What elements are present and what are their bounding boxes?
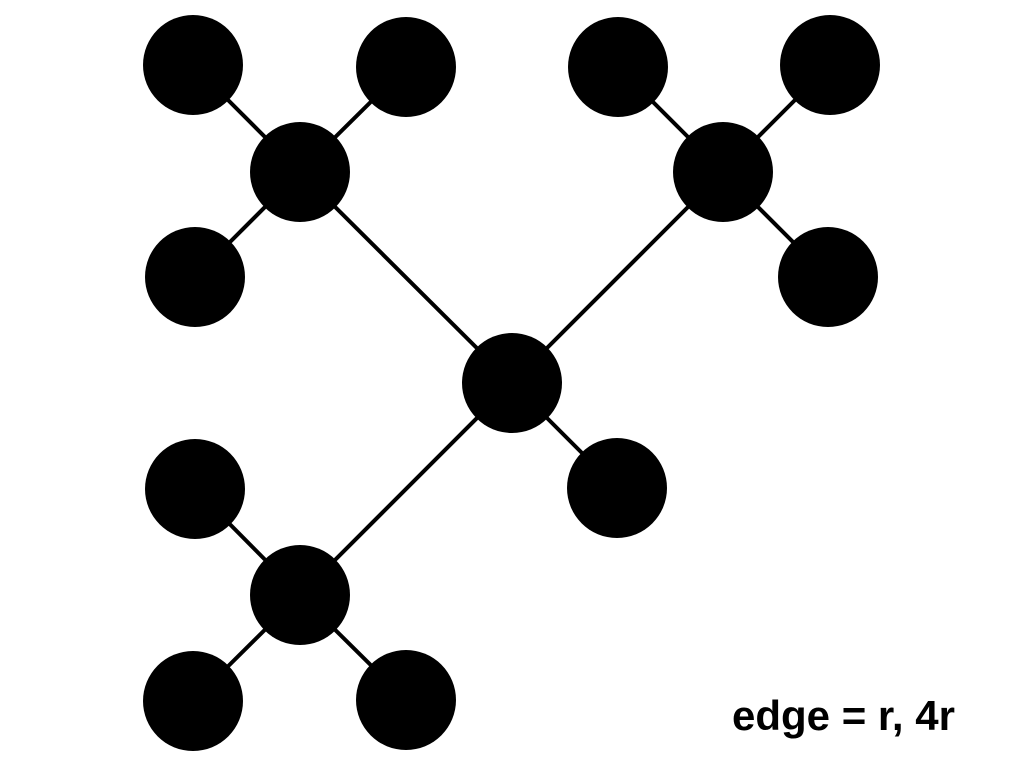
- node-leaf-bl-1: [145, 439, 245, 539]
- edge-label: edge = r, 4r: [732, 692, 955, 739]
- node-leaf-bl-3: [356, 650, 456, 750]
- node-leaf-tl-3: [145, 227, 245, 327]
- node-leaf-tl-1: [143, 15, 243, 115]
- node-leaf-bl-2: [143, 651, 243, 751]
- node-leaf-center: [567, 438, 667, 538]
- node-center: [462, 333, 562, 433]
- node-hub-top-right: [673, 122, 773, 222]
- node-hub-bottom-left: [250, 545, 350, 645]
- node-leaf-tr-1: [568, 17, 668, 117]
- node-leaf-tr-3: [778, 227, 878, 327]
- node-leaf-tr-2: [780, 15, 880, 115]
- node-hub-top-left: [250, 122, 350, 222]
- nodes: [143, 15, 880, 751]
- node-leaf-tl-2: [356, 17, 456, 117]
